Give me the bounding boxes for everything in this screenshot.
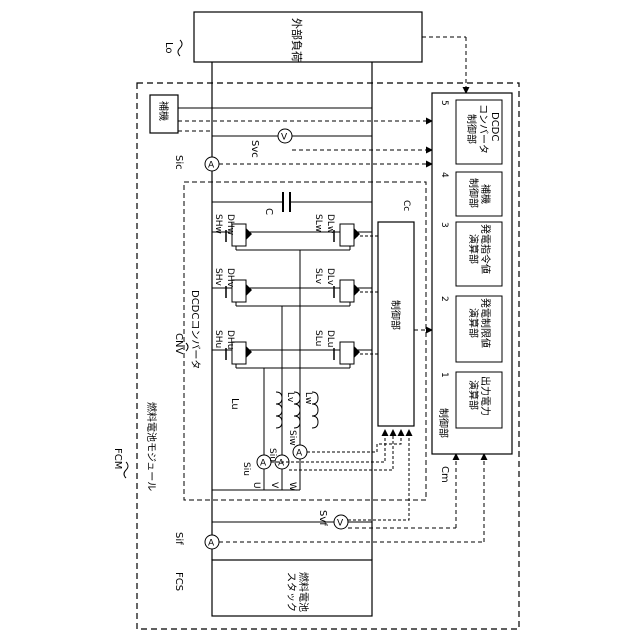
block-1-number: 1 [439,372,449,378]
svf-label: Svf [317,510,328,526]
block-2-line1: 発電制限値 [479,298,492,348]
dlw-label: DLw [325,214,335,233]
dlu-label: DLu [325,330,335,348]
fcs-label: FCS [173,572,184,591]
siu-ammeter-symbol: A [260,459,267,469]
capacitor-label: C [263,208,274,215]
switch-slv [334,280,360,302]
fcm-name: 燃料電池モジュール [145,402,158,491]
block-2-line2: 演算部 [467,308,480,338]
block-5-line1: DCDC [489,112,500,141]
block-2-number: 2 [439,296,449,302]
switch-slu [334,342,360,364]
slv-label: SLv [313,268,323,285]
slw-label: SLw [313,214,323,232]
siw-ammeter-1-symbol: A [278,459,285,469]
siw-signal [307,430,401,452]
block-4-line2: 制御部 [467,178,480,208]
svf-voltmeter-symbol: V [337,519,344,529]
block-4-number: 4 [439,172,449,178]
slu-label: SLu [313,330,323,346]
dcdc-label: DCDCコンバータ [189,290,201,369]
switch-slw [334,224,360,246]
reactor-lu [276,392,282,428]
fcm-leader [124,462,128,478]
block-3-line1: 発電指令値 [479,224,492,274]
dhv-label: DHv [225,268,235,288]
svc-label: Svc [249,140,260,158]
dhw-label: DHw [225,214,235,235]
siw-ammeter-2-symbol: A [296,449,303,459]
sic-label: Sic [173,155,184,170]
main-controller-title: 制御部 [437,408,450,438]
siu-label-2: Siu [267,448,277,462]
cnv-label: CNV [173,333,184,354]
block-3-line2: 演算部 [467,234,480,264]
external-load-label: 外部負荷 [290,18,304,62]
fcs-name-line1: 燃料電池 [297,572,310,612]
block-3-number: 3 [439,222,449,228]
lu-label: Lu [229,398,240,410]
block-5-number: 5 [439,100,449,106]
cc-label: Cc [401,200,411,211]
lv-label: Lv [285,392,295,403]
lo-leader [178,40,182,56]
sif-ammeter-symbol: A [208,539,215,549]
lw-label: Lw [303,392,313,404]
shu-label: SHu [213,330,223,348]
block-5-line3: 制御部 [465,114,478,144]
sif-label: Sif [173,532,184,545]
svc-voltmeter-symbol: V [281,133,288,143]
block-5-line2: コンバータ [477,104,489,154]
shw-label: SHw [213,214,223,234]
siu-label: Siu [241,462,251,476]
shv-label: SHv [213,268,223,286]
lo-label: Lo [163,42,174,54]
sic-ammeter-symbol: A [208,161,215,171]
block-1-line1: 出力電力 [479,376,492,416]
fcs-name-line2: スタック [285,572,297,612]
external-load-box [194,12,422,62]
cm-label: Cm [439,466,450,483]
dlv-label: DLv [325,268,335,286]
v-label: V [269,482,279,489]
auxiliary-label: 補機 [157,101,170,121]
u-label: U [251,482,261,489]
fcm-label: FCM [112,448,123,469]
cnv-leader [186,343,188,351]
block-4-line1: 補機 [479,184,492,204]
siw-label: Siw [287,430,297,446]
dhu-label: DHu [225,330,235,349]
converter-control-label: 制御部 [389,300,402,330]
block-1-line2: 演算部 [467,380,480,410]
